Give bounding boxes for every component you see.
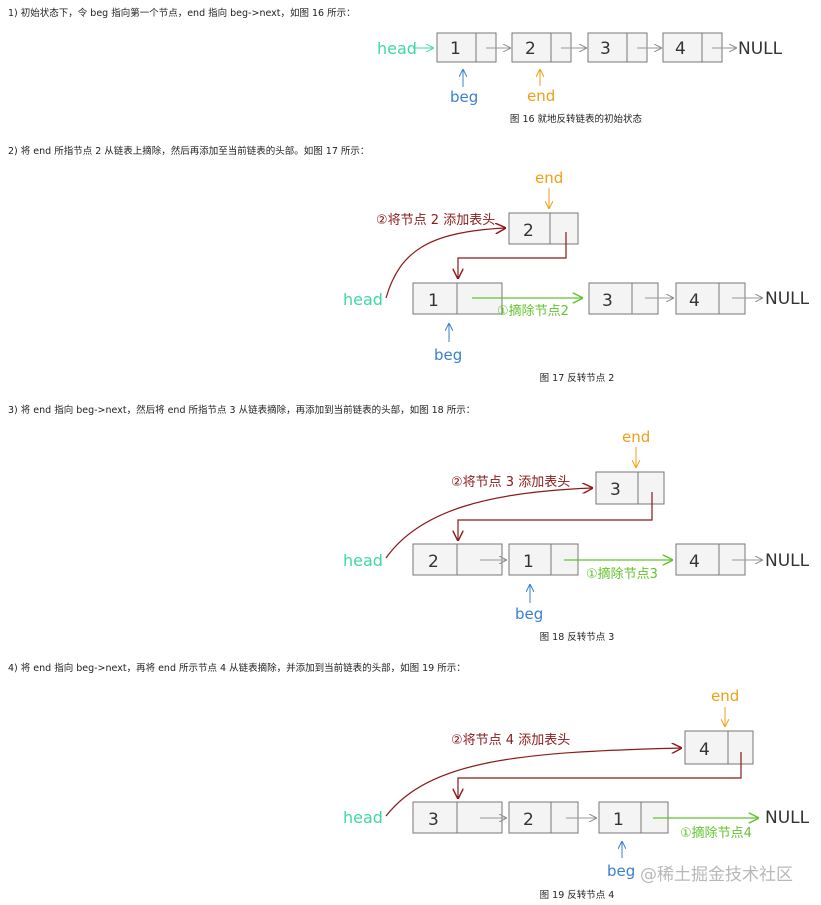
- add-to-head-arrow: [385, 488, 592, 559]
- step-2-caption: 2) 将 end 所指节点 2 从链表上摘除，然后再添加至当前链表的头部。如图 …: [8, 146, 370, 157]
- watermark: @稀土掘金技术社区: [640, 865, 793, 885]
- head-label: head: [343, 551, 383, 570]
- node-2: 2: [511, 32, 572, 63]
- moving-node: 2: [508, 212, 579, 245]
- head-label: head: [377, 39, 417, 58]
- figure-16-diagram: head 1 2 3 4 NULL beg end: [377, 32, 783, 106]
- moving-node-value: 4: [699, 740, 710, 760]
- add-to-head-label: ②将节点 3 添加表头: [451, 475, 570, 490]
- step-4-caption: 4) 将 end 指向 beg->next，再将 end 所示节点 4 从链表摘…: [8, 663, 466, 674]
- node-2-value: 2: [525, 39, 536, 59]
- figure-19-label: 图 19 反转节点 4: [539, 890, 615, 901]
- moving-node-value: 3: [610, 480, 621, 500]
- remove-label: ①摘除节点2: [497, 303, 569, 319]
- add-to-head-label: ②将节点 4 添加表头: [451, 733, 570, 748]
- list-node-1: 2: [412, 543, 503, 576]
- node-1-value: 1: [450, 39, 461, 59]
- remove-label: ①摘除节点3: [586, 566, 658, 582]
- figure-18-label: 图 18 反转节点 3: [539, 632, 615, 643]
- end-label: end: [622, 428, 650, 446]
- list-node-3-value: 1: [613, 810, 624, 830]
- list-node-1-value: 3: [428, 810, 439, 830]
- list-node-3-value: 4: [689, 291, 700, 311]
- step-1-caption: 1) 初始状态下，令 beg 指向第一个节点，end 指向 beg->next，…: [8, 8, 356, 19]
- list-node-3-value: 4: [689, 552, 700, 572]
- remove-label: ①摘除节点4: [680, 825, 752, 841]
- beg-label: beg: [434, 346, 462, 364]
- null-label: NULL: [765, 808, 810, 828]
- list-node-2-value: 3: [602, 291, 613, 311]
- end-label: end: [711, 687, 739, 705]
- figure-18-diagram: end 3 ②将节点 3 添加表头 head 2 1 ①摘除节点3 4 NULL…: [343, 428, 810, 623]
- node-3-value: 3: [600, 39, 611, 59]
- end-label: end: [527, 87, 555, 105]
- head-label: head: [343, 808, 383, 827]
- null-label: NULL: [765, 289, 810, 309]
- list-node-1-value: 1: [428, 291, 439, 311]
- moving-node-value: 2: [523, 221, 534, 241]
- node-4-value: 4: [675, 39, 686, 59]
- figure-17-label: 图 17 反转节点 2: [539, 373, 615, 384]
- moving-node: 4: [684, 730, 754, 765]
- next-pointer-arrow: [458, 752, 742, 798]
- beg-label: beg: [450, 88, 478, 106]
- beg-label: beg: [607, 862, 635, 880]
- list-node-1-value: 2: [428, 552, 439, 572]
- end-label: end: [535, 169, 563, 187]
- beg-label: beg: [515, 605, 543, 623]
- add-to-head-arrow: [385, 748, 681, 817]
- step-3-caption: 3) 将 end 指向 beg->next，然后将 end 所指节点 3 从链表…: [8, 405, 476, 416]
- null-label: NULL: [765, 551, 810, 571]
- add-to-head-label: ②将节点 2 添加表头: [376, 213, 495, 228]
- figure-16-label: 图 16 就地反转链表的初始状态: [509, 114, 643, 125]
- add-to-head-arrow: [385, 228, 505, 299]
- next-pointer-arrow: [458, 232, 567, 278]
- head-label: head: [343, 290, 383, 309]
- null-label: NULL: [738, 39, 783, 59]
- next-pointer-arrow: [458, 492, 653, 540]
- list-node-2-value: 1: [523, 552, 534, 572]
- figure-17-diagram: end 2 ②将节点 2 添加表头 head 1 ①摘除节点2 3 4 NULL…: [343, 169, 810, 364]
- list-node-2-value: 2: [523, 810, 534, 830]
- moving-node: 3: [595, 471, 665, 505]
- figure-19-diagram: end 4 ②将节点 4 添加表头 head 3 2 1 ①摘除节点4 NULL…: [343, 687, 810, 880]
